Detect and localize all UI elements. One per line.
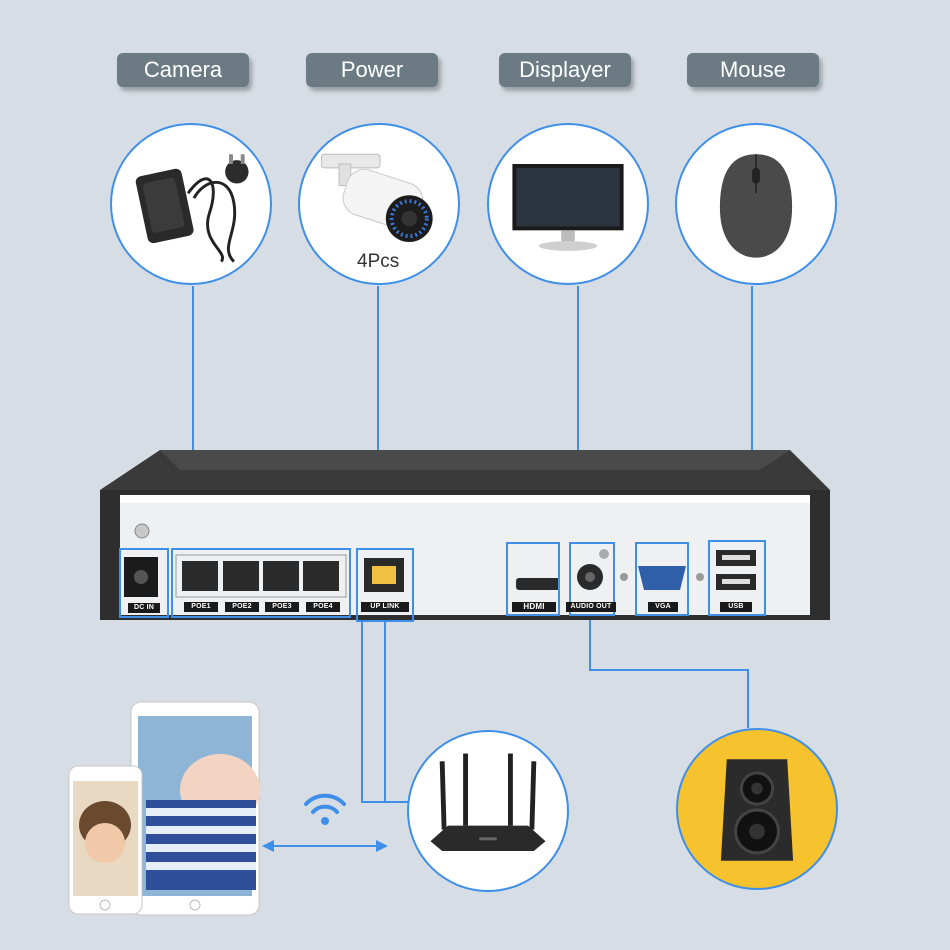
usb-label: USB: [720, 602, 752, 612]
hdmi-label: HDMI: [512, 602, 556, 612]
vga-port: [635, 542, 689, 616]
bullet-camera-icon: [320, 153, 433, 243]
audio-line: [589, 616, 749, 728]
usb-port: [708, 540, 766, 616]
audio-out-label: AUDIO OUT: [566, 602, 616, 612]
poe2-label: POE2: [225, 602, 259, 612]
monitor-icon: [512, 164, 624, 251]
poe1-label: POE1: [184, 602, 218, 612]
poe4-label: POE4: [306, 602, 340, 612]
router-icon: [430, 753, 546, 851]
uplink-port: [356, 548, 414, 622]
monitor-circle: [487, 123, 649, 285]
camera-circle: [298, 123, 460, 285]
camera-quantity: 4Pcs: [357, 251, 400, 272]
audio-out-port: [569, 542, 615, 616]
hdmi-port: [506, 542, 560, 616]
wifi-icon: [304, 793, 346, 814]
poe3-label: POE3: [265, 602, 299, 612]
vga-label: VGA: [648, 602, 678, 612]
dc-in-port: [119, 548, 169, 618]
power-adapter-circle: [110, 123, 272, 285]
power-adapter-icon: [135, 154, 249, 263]
uplink-line-left: [361, 622, 410, 803]
router-circle: [407, 730, 569, 892]
speaker-icon: [720, 759, 794, 861]
camera-label: Camera: [117, 53, 249, 87]
displayer-label: Displayer: [499, 53, 631, 87]
uplink-label: UP LINK: [361, 602, 409, 612]
speaker-circle: [676, 728, 838, 890]
mouse-icon: [719, 154, 793, 258]
power-label: Power: [306, 53, 438, 87]
poe-ports: [171, 548, 351, 618]
mouse-label: Mouse: [687, 53, 819, 87]
mouse-circle: [675, 123, 837, 285]
dc-in-label: DC IN: [128, 603, 160, 613]
